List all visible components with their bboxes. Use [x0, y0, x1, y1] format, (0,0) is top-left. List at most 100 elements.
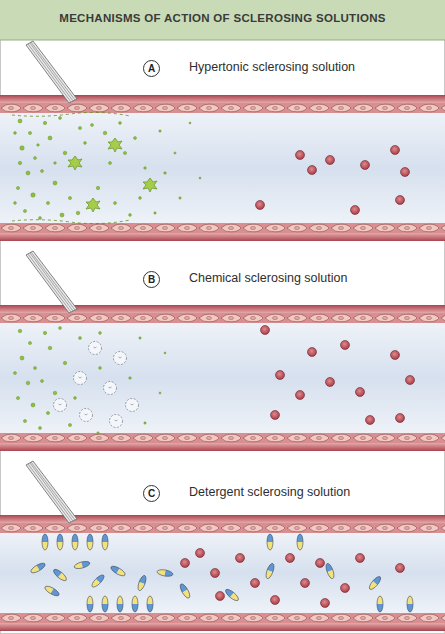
panel-letter-circle: A	[143, 60, 160, 77]
solution-particle	[134, 137, 137, 140]
solution-particle	[43, 331, 46, 334]
lysed-cell	[104, 382, 117, 395]
red-blood-cell	[396, 414, 405, 423]
detergent-molecule	[102, 596, 108, 612]
vessel-c	[0, 461, 445, 631]
solution-particle	[114, 202, 117, 205]
solution-particle	[78, 126, 81, 129]
solution-particle	[68, 196, 71, 199]
solution-particle	[23, 419, 26, 422]
red-blood-cell	[406, 376, 415, 385]
solution-particle	[74, 397, 77, 400]
solution-particle	[59, 327, 62, 330]
damaged-cell	[108, 138, 122, 152]
red-blood-cell	[396, 564, 405, 573]
solution-particle	[14, 132, 17, 135]
panel-letter: A	[148, 64, 155, 74]
lysed-cell	[54, 342, 139, 428]
detergent-molecule	[87, 596, 93, 612]
needle	[31, 462, 75, 520]
vessel-c	[0, 623, 445, 631]
red-blood-cell	[321, 599, 330, 608]
solution-particle	[63, 361, 66, 364]
red-blood-cell	[216, 592, 225, 601]
damaged-lining	[12, 112, 130, 116]
lysed-cell	[114, 352, 127, 365]
detergent-molecule	[136, 574, 147, 591]
solution-particle	[79, 337, 82, 340]
solution-particle	[20, 356, 24, 360]
detergent-molecule	[110, 564, 127, 577]
red-blood-cell	[391, 351, 400, 360]
solution-particle	[28, 341, 31, 344]
red-blood-cell	[296, 151, 305, 160]
red-blood-cell	[196, 549, 205, 558]
solution-particle	[54, 162, 57, 165]
detergent-molecule	[178, 583, 191, 600]
solution-particle	[144, 422, 146, 424]
vessel-a	[0, 103, 445, 113]
needle	[26, 41, 77, 103]
needle	[30, 463, 73, 521]
detergent-molecule	[30, 561, 47, 574]
solution-particle	[53, 391, 57, 395]
red-blood-cell	[396, 196, 405, 205]
solution-particle	[34, 367, 37, 370]
red-blood-cell	[326, 156, 335, 165]
damaged-cell	[143, 178, 157, 192]
panel-letter-circle: C	[143, 485, 160, 502]
red-blood-cell	[271, 411, 280, 420]
solution-particle	[18, 161, 21, 164]
solution-particle	[189, 122, 191, 124]
solution-particle	[179, 197, 181, 199]
damaged-cell	[68, 156, 82, 170]
needle	[30, 43, 73, 101]
solution-particle	[59, 117, 62, 120]
solution-particle	[20, 146, 24, 150]
red-blood-cell	[181, 549, 405, 608]
header-rule	[0, 40, 445, 41]
vessel-a	[0, 113, 445, 223]
red-blood-cell	[366, 416, 375, 425]
solution-particle	[23, 209, 26, 212]
red-blood-cell	[308, 348, 317, 357]
detergent-molecule	[57, 534, 63, 550]
needle	[26, 251, 77, 313]
detergent-molecule	[90, 573, 106, 589]
detergent-molecule	[267, 534, 273, 550]
lysed-cell	[110, 415, 123, 428]
solution-particle	[14, 372, 17, 375]
solution-particle	[139, 337, 141, 339]
red-blood-cell	[251, 579, 260, 588]
solution-particle	[43, 121, 46, 124]
red-blood-cell	[256, 146, 410, 215]
solution-particle	[41, 170, 44, 173]
panel-title: Hypertonic sclerosing solution	[189, 60, 355, 74]
panel-title: Chemical sclerosing solution	[189, 271, 347, 285]
detergent-molecule	[30, 534, 413, 612]
red-blood-cell	[181, 559, 190, 568]
red-blood-cell	[351, 206, 360, 215]
red-blood-cell	[356, 554, 365, 563]
panel-title: Detergent sclerosing solution	[189, 485, 350, 499]
solution-particle	[16, 186, 19, 189]
vessel-b	[0, 443, 445, 451]
solution-particle	[159, 130, 161, 132]
red-blood-cell	[296, 391, 305, 400]
solution-particle	[164, 172, 167, 175]
solution-particle	[28, 131, 31, 134]
needle	[28, 44, 71, 102]
solution-particle	[91, 124, 94, 127]
red-blood-cell	[301, 579, 310, 588]
solution-particle	[119, 122, 122, 125]
solution-particle	[14, 117, 201, 220]
needle	[26, 41, 77, 103]
lysed-cell	[126, 399, 139, 412]
solution-particle	[48, 346, 52, 350]
solution-particle	[199, 177, 201, 179]
solution-particle	[31, 193, 35, 197]
lysed-cell	[54, 399, 67, 412]
solution-particle	[68, 423, 71, 426]
